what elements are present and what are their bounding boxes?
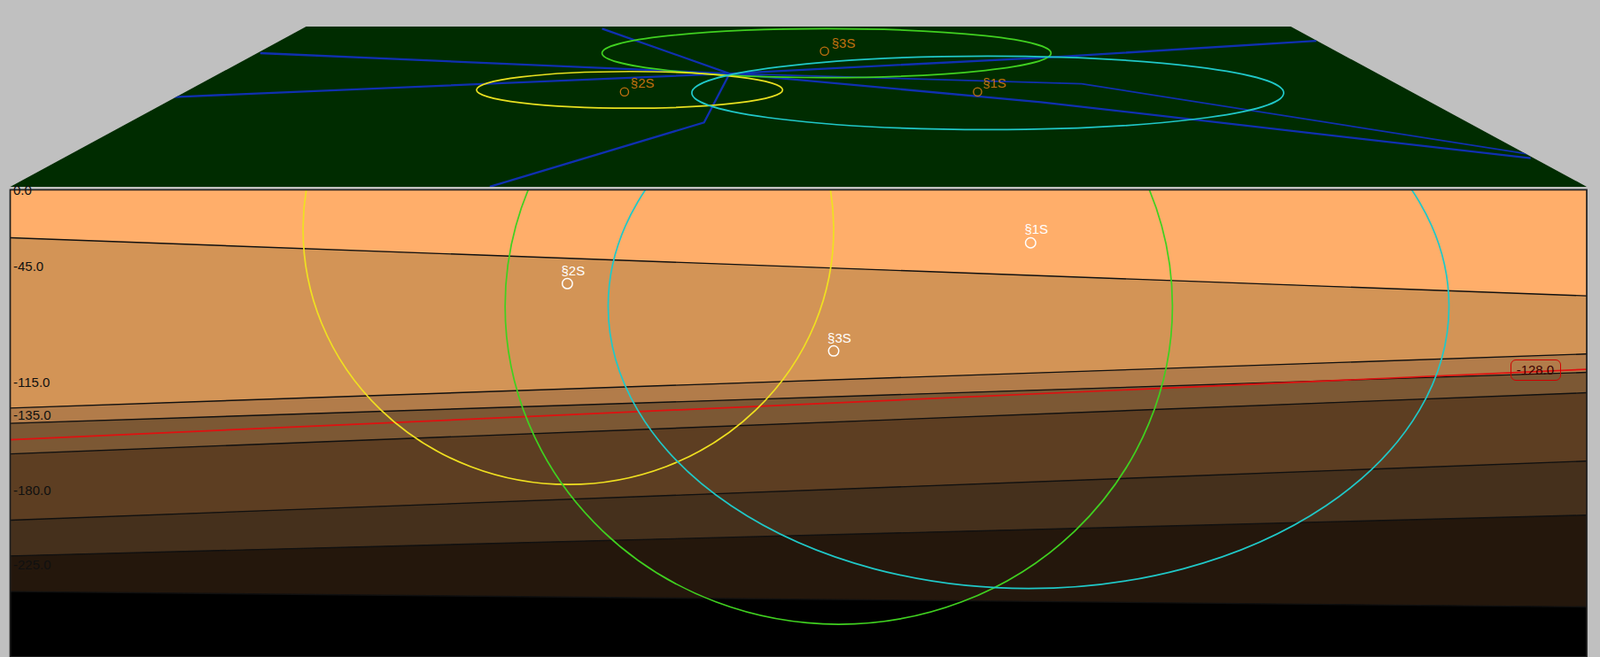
depth-tick-label: -135.0 xyxy=(13,408,52,422)
wavefronts xyxy=(10,189,1588,625)
depth-tick-label: -115.0 xyxy=(13,375,50,389)
depth-tick-label: -180.0 xyxy=(13,483,52,498)
layer-bands xyxy=(10,189,1588,657)
section-frame xyxy=(10,189,1588,657)
depth-tick-label: -225.0 xyxy=(13,558,52,572)
map-plane xyxy=(10,26,1588,187)
station-label: §3S xyxy=(831,36,856,50)
station-label: §1S xyxy=(982,76,1007,90)
station-label: §2S xyxy=(630,76,655,90)
station-label: §2S xyxy=(560,264,585,278)
depth-tick-label: 0.0 xyxy=(13,183,32,197)
station-label: §3S xyxy=(827,331,852,345)
depth-value: -128.0 xyxy=(1516,363,1556,377)
horizon-depth-tag: -128.0 xyxy=(1510,359,1562,381)
depth-tick-label: -45.0 xyxy=(13,259,44,273)
station-label: §1S xyxy=(1024,222,1049,236)
map-lines xyxy=(173,28,1587,187)
